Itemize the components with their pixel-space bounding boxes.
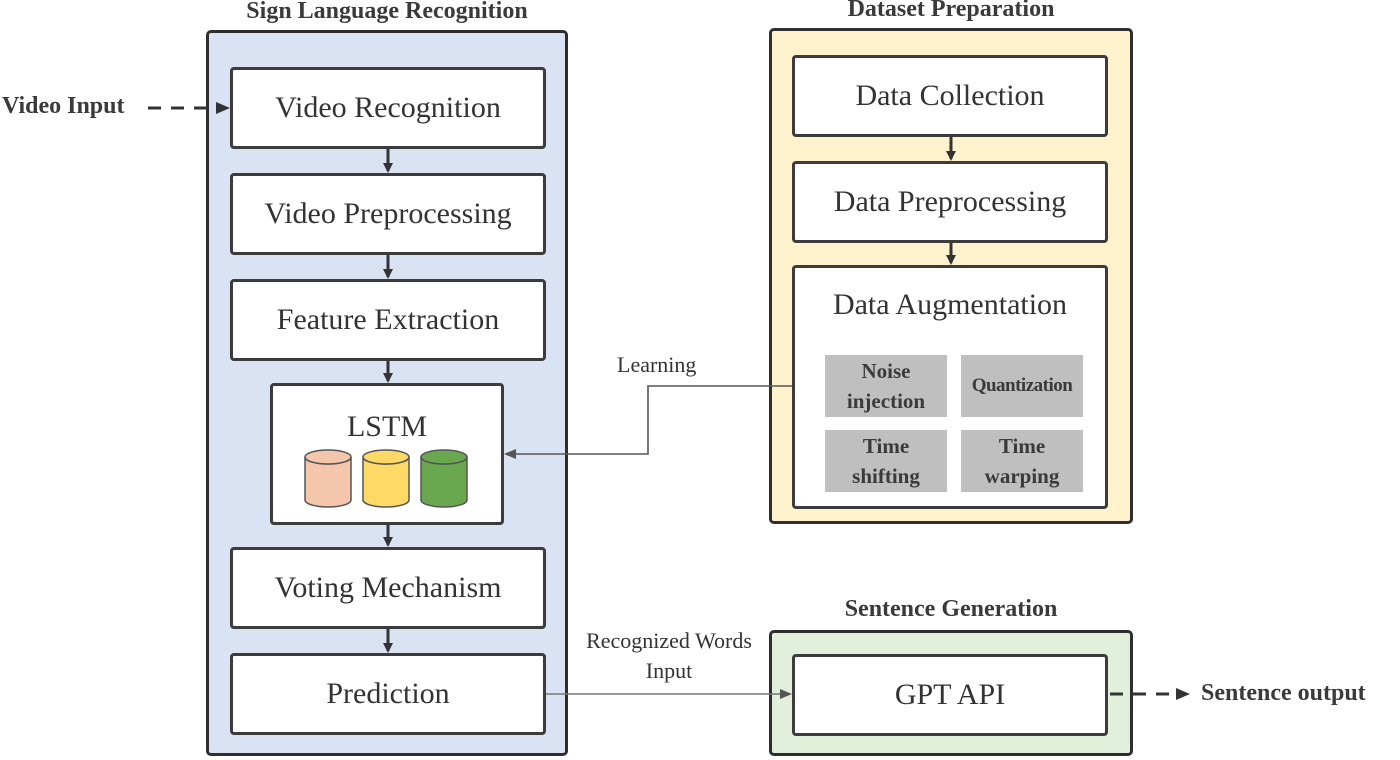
data-collection-box: Data Collection (792, 55, 1108, 137)
noise-injection-chip: Noise injection (825, 355, 947, 417)
video-preprocessing-box: Video Preprocessing (230, 173, 546, 255)
time-shifting-chip: Time shifting (825, 430, 947, 492)
dataset-preparation-title: Dataset Preparation (847, 0, 1055, 22)
sentence-generation-title: Sentence Generation (844, 596, 1058, 622)
recognized-words-line2: Input (645, 658, 693, 683)
time-warping-chip: Time warping (961, 430, 1083, 492)
learning-label: Learning (617, 352, 697, 377)
feature-extraction-box: Feature Extraction (230, 279, 546, 361)
lstm-label: LSTM (346, 410, 427, 443)
sentence-output-label: Sentence output (1201, 680, 1366, 706)
voting-mechanism-box: Voting Mechanism (230, 547, 546, 629)
sentence-output-arrowhead (1176, 688, 1190, 700)
video-input-label: Video Input (2, 93, 125, 119)
data-augmentation-label: Data Augmentation (832, 288, 1068, 321)
recognized-words-label: Recognized Words Input (570, 626, 768, 686)
sign-language-recognition-title: Sign Language Recognition (246, 0, 528, 24)
quantization-chip: Quantization (961, 355, 1083, 417)
prediction-box: Prediction (230, 653, 546, 735)
recognized-words-line1: Recognized Words (586, 628, 752, 653)
lstm-box: LSTM (270, 383, 504, 525)
video-recognition-box: Video Recognition (230, 67, 546, 149)
gpt-api-box: GPT API (792, 654, 1108, 736)
data-preprocessing-box: Data Preprocessing (792, 161, 1108, 243)
